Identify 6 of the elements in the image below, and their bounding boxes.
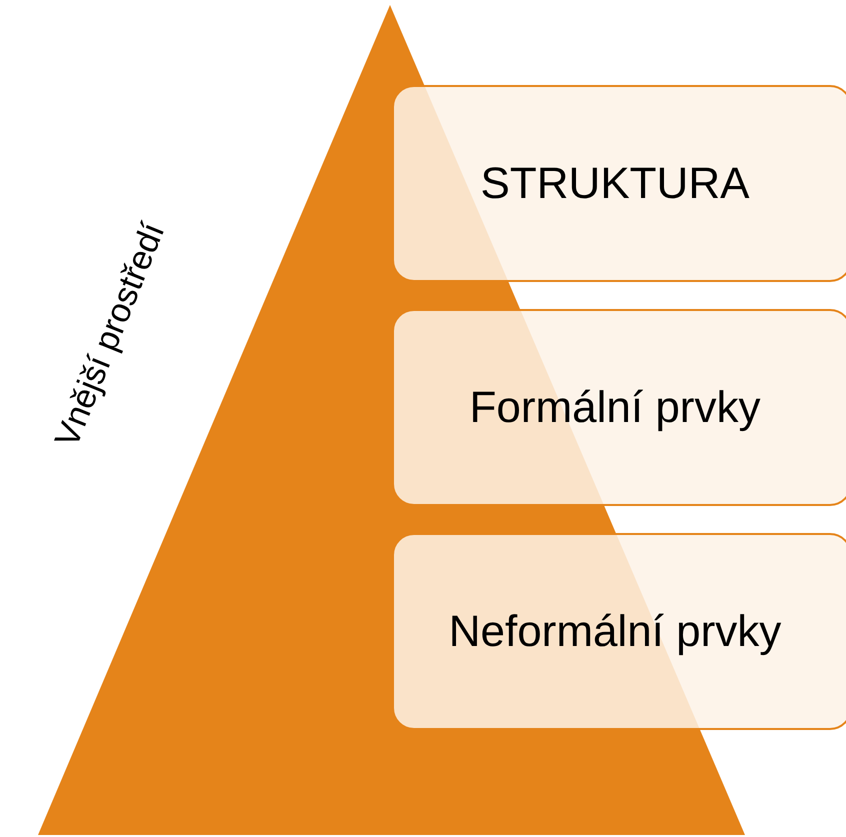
box-text: STRUKTURA: [480, 158, 750, 210]
box-text: Formální prvky: [468, 382, 762, 434]
rounded-box: [392, 309, 846, 506]
rounded-box: [392, 533, 846, 730]
rounded-box: [392, 85, 846, 282]
box-text: Neformální prvky: [448, 606, 782, 658]
